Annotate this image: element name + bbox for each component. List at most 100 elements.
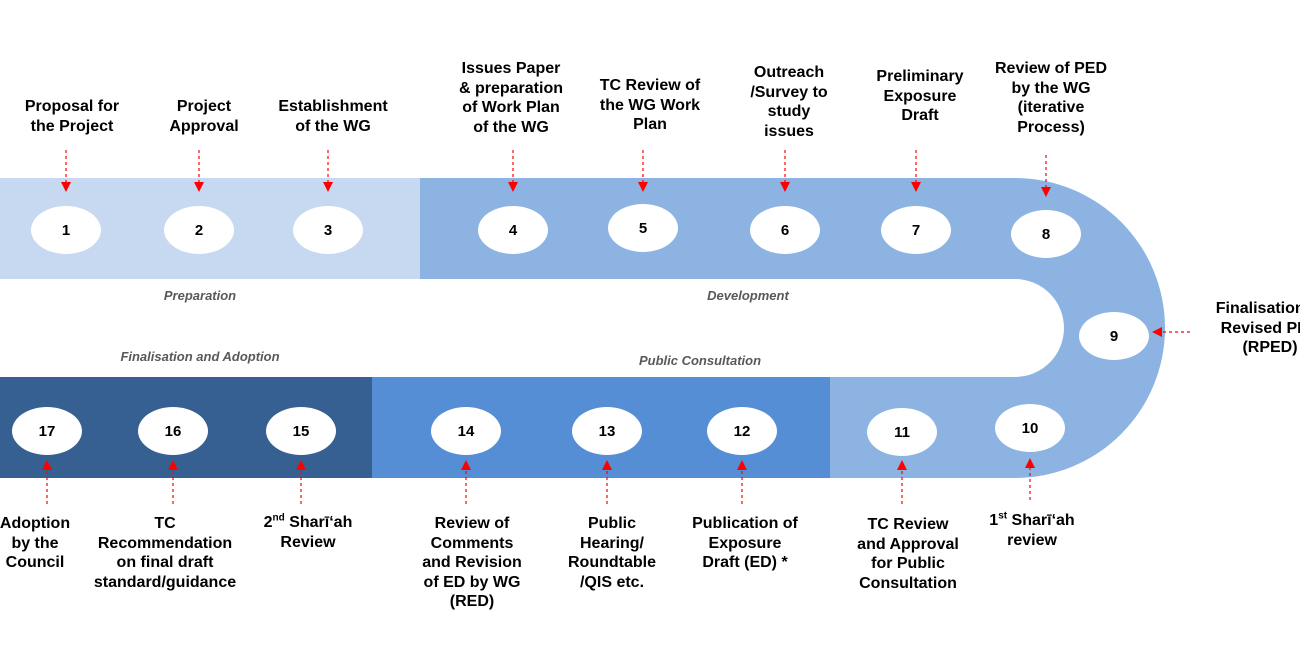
step-label-line: and Approval: [857, 535, 959, 553]
step-label-line: Exposure: [708, 534, 782, 552]
step-label-line: standard/guidance: [93, 573, 237, 591]
step-label-line: Proposal for: [24, 98, 120, 115]
step-label-line: Project: [176, 98, 232, 115]
step-label-line: 1st Sharīʻah: [989, 510, 1075, 529]
arrowhead-icon: [1041, 187, 1051, 197]
arrowhead-icon: [737, 460, 747, 470]
step-label-line: of ED by WG: [423, 573, 521, 591]
step-label-line: TC Review: [867, 516, 949, 533]
step-node-13: 13: [572, 407, 642, 455]
step-label-line: Review of PED: [994, 60, 1108, 77]
step-label-line: (RPED): [1242, 339, 1298, 356]
arrowhead-icon: [61, 182, 71, 192]
step-node-15: 15: [266, 407, 336, 455]
step-label-line: of the WG: [473, 118, 549, 136]
step-node-8: 8: [1011, 210, 1081, 258]
step-label-line: by the WG: [1011, 79, 1091, 97]
step-label-line: Process): [1017, 118, 1085, 136]
step-node-3: 3: [293, 206, 363, 254]
step-label-line: by the: [11, 534, 59, 552]
arrowhead-icon: [42, 460, 52, 470]
step-node-12: 12: [707, 407, 777, 455]
arrowhead-icon: [296, 460, 306, 470]
arrowhead-icon: [194, 182, 204, 192]
step-node-9: 9: [1079, 312, 1149, 360]
step-label-line: of Work Plan: [462, 99, 560, 116]
arrowhead-icon: [323, 182, 333, 192]
development-band: [420, 178, 1165, 478]
step-label-line: /QIS etc.: [579, 573, 645, 591]
arrowhead-icon: [461, 460, 471, 470]
arrowhead-icon: [911, 182, 921, 192]
arrowhead-icon: [1025, 458, 1035, 468]
step-label-line: Issues Paper: [461, 60, 561, 77]
step-label-line: Comments: [430, 534, 514, 552]
phase-label-public-consultation: Public Consultation: [638, 353, 762, 368]
step-label-line: Review of: [434, 515, 510, 532]
step-node-6: 6: [750, 206, 820, 254]
step-label-line: the WG Work: [599, 96, 701, 114]
step-label-6: Outreach/Survey to study issues: [704, 63, 874, 141]
step-label-9: Finalisation of Revised PED (RPED): [1185, 299, 1300, 358]
step-label-line: study: [767, 103, 811, 120]
step-label-line: Outreach: [753, 64, 825, 81]
step-label-line: Finalisation of: [1215, 300, 1300, 317]
step-node-17: 17: [12, 407, 82, 455]
step-label-line: Exposure: [883, 87, 957, 105]
step-node-14: 14: [431, 407, 501, 455]
step-label-line: TC: [154, 515, 176, 532]
arrowhead-icon: [168, 460, 178, 470]
step-label-line: Preliminary: [876, 68, 964, 85]
phase-label-finalisation: Finalisation and Adoption: [120, 349, 280, 364]
arrowhead-icon: [508, 182, 518, 192]
arrowhead-icon: [897, 460, 907, 470]
step-label-line: for Public: [871, 555, 945, 572]
step-node-16: 16: [138, 407, 208, 455]
step-label-line: Consultation: [859, 574, 957, 592]
step-label-line: Review: [280, 533, 336, 551]
step-node-1: 1: [31, 206, 101, 254]
step-label-line: (iterative: [1017, 99, 1085, 116]
step-label-line: Recommendation: [97, 534, 233, 552]
step-node-4: 4: [478, 206, 548, 254]
step-label-line: Plan: [633, 116, 667, 133]
step-label-line: Public: [587, 515, 636, 532]
step-label-line: Establishment: [278, 98, 388, 115]
step-label-line: Roundtable: [568, 554, 656, 571]
step-label-line: issues: [764, 122, 814, 140]
step-node-10: 10: [995, 404, 1065, 452]
arrowhead-icon: [1152, 327, 1162, 337]
step-label-line: Revised PED: [1220, 319, 1300, 337]
step-label-line: Draft (ED) *: [702, 554, 788, 571]
step-label-line: Council: [5, 554, 65, 571]
arrowhead-icon: [780, 182, 790, 192]
step-label-line: /Survey to: [750, 83, 828, 101]
phase-label-development: Development: [707, 288, 789, 303]
step-label-line: the Project: [30, 117, 114, 135]
arrowhead-icon: [602, 460, 612, 470]
step-label-10: 1st Sharīʻah review: [947, 511, 1117, 550]
step-node-2: 2: [164, 206, 234, 254]
step-label-line: (RED): [449, 593, 495, 610]
step-node-7: 7: [881, 206, 951, 254]
step-label-line: review: [1007, 531, 1057, 549]
step-label-line: Draft: [901, 107, 939, 124]
step-label-1: Proposal for the Project: [0, 97, 157, 136]
step-label-line: Hearing/: [579, 534, 644, 552]
step-label-line: 2nd Sharīʻah: [263, 512, 353, 531]
step-label-line: TC Review of: [599, 77, 701, 94]
step-node-11: 11: [867, 408, 937, 456]
phase-label-preparation: Preparation: [163, 288, 237, 303]
